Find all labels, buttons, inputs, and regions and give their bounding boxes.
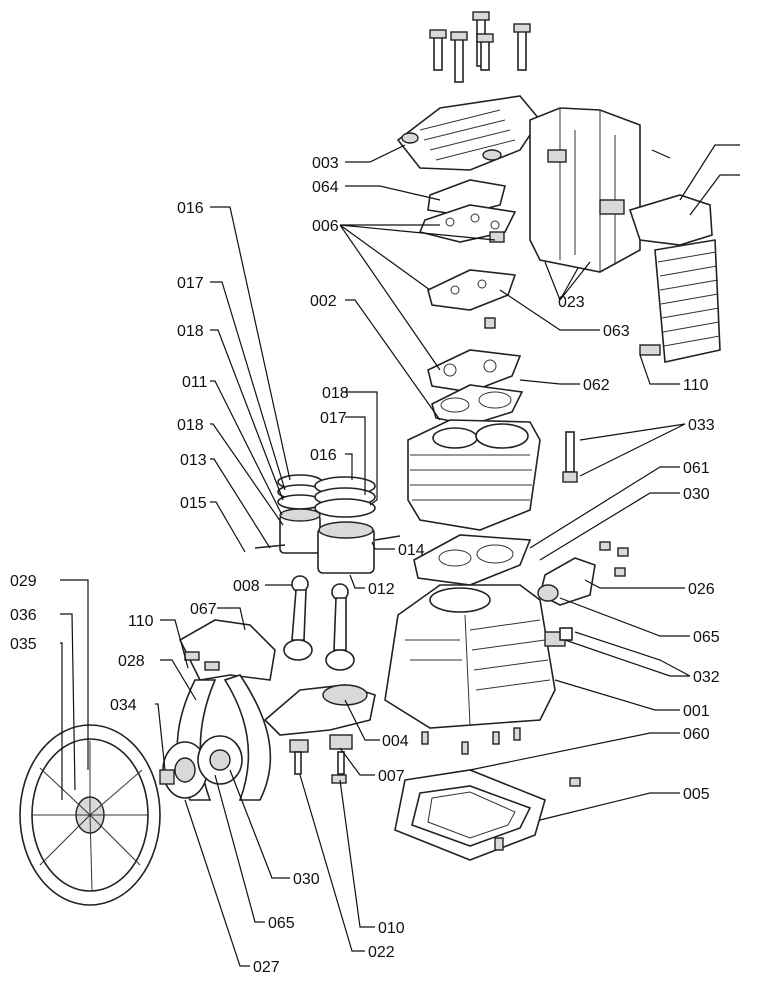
- callout-013: 013: [180, 452, 207, 469]
- callout-006: 006: [312, 218, 339, 235]
- callout-002: 002: [310, 293, 337, 310]
- callout-027: 027: [253, 959, 280, 976]
- callout-036: 036: [10, 607, 37, 624]
- bearing-housing: [263, 684, 376, 736]
- side-cover: [537, 541, 629, 606]
- callout-023: 023: [558, 294, 585, 311]
- callout-008: 008: [233, 578, 260, 595]
- callout-010: 010: [378, 920, 405, 937]
- callout-003: 003: [312, 155, 339, 172]
- callout-017: 017: [177, 275, 204, 292]
- callout-016: 016: [310, 447, 337, 464]
- callout-004: 004: [382, 733, 409, 750]
- callout-065: 065: [268, 915, 295, 932]
- callout-110: 110: [683, 377, 709, 394]
- callout-065: 065: [693, 629, 720, 646]
- callout-016: 016: [177, 200, 204, 217]
- callout-001: 001: [683, 703, 710, 720]
- callout-005: 005: [683, 786, 710, 803]
- oil-plug: [544, 627, 573, 647]
- callout-062: 062: [583, 377, 610, 394]
- callout-029: 029: [10, 573, 37, 590]
- small-bolts: [289, 734, 353, 784]
- flywheel: [19, 724, 161, 906]
- callout-014: 014: [398, 542, 425, 559]
- callout-007: 007: [378, 768, 405, 785]
- cylinder-head: [396, 95, 541, 171]
- callout-018: 018: [177, 417, 204, 434]
- callout-022: 022: [368, 944, 395, 961]
- stud-bolt: [562, 431, 578, 483]
- pistons-and-rings: [254, 474, 401, 574]
- leader-lines: [60, 144, 740, 967]
- callout-030: 030: [293, 871, 320, 888]
- callout-030: 030: [683, 486, 710, 503]
- callout-063: 063: [603, 323, 630, 340]
- callout-018: 018: [177, 323, 204, 340]
- callout-035: 035: [10, 636, 37, 653]
- crankcase: [384, 584, 556, 729]
- callout-064: 064: [312, 179, 339, 196]
- connecting-rods: [283, 575, 355, 671]
- base-gasket: [413, 534, 532, 586]
- callout-labels: 003 064 006 016 017 018 011 018 013 015 …: [10, 155, 720, 976]
- callout-110: 110: [128, 613, 154, 630]
- intercooler-manifold: [529, 107, 671, 273]
- callout-011: 011: [182, 374, 208, 391]
- flexible-pipe: [628, 194, 721, 363]
- callout-032: 032: [693, 669, 720, 686]
- callout-060: 060: [683, 726, 710, 743]
- callout-061: 061: [683, 460, 710, 477]
- callout-028: 028: [118, 653, 145, 670]
- callout-026: 026: [688, 581, 715, 598]
- callout-017: 017: [320, 410, 347, 427]
- base-plate: [394, 727, 581, 861]
- callout-033: 033: [688, 417, 715, 434]
- callout-034: 034: [110, 697, 137, 714]
- callout-018: 018: [322, 385, 349, 402]
- callout-067: 067: [190, 601, 217, 618]
- head-bolts: [429, 11, 531, 83]
- valve-plates: [418, 179, 524, 426]
- callout-015: 015: [180, 495, 207, 512]
- callout-012: 012: [368, 581, 395, 598]
- cylinder-block: [407, 419, 541, 531]
